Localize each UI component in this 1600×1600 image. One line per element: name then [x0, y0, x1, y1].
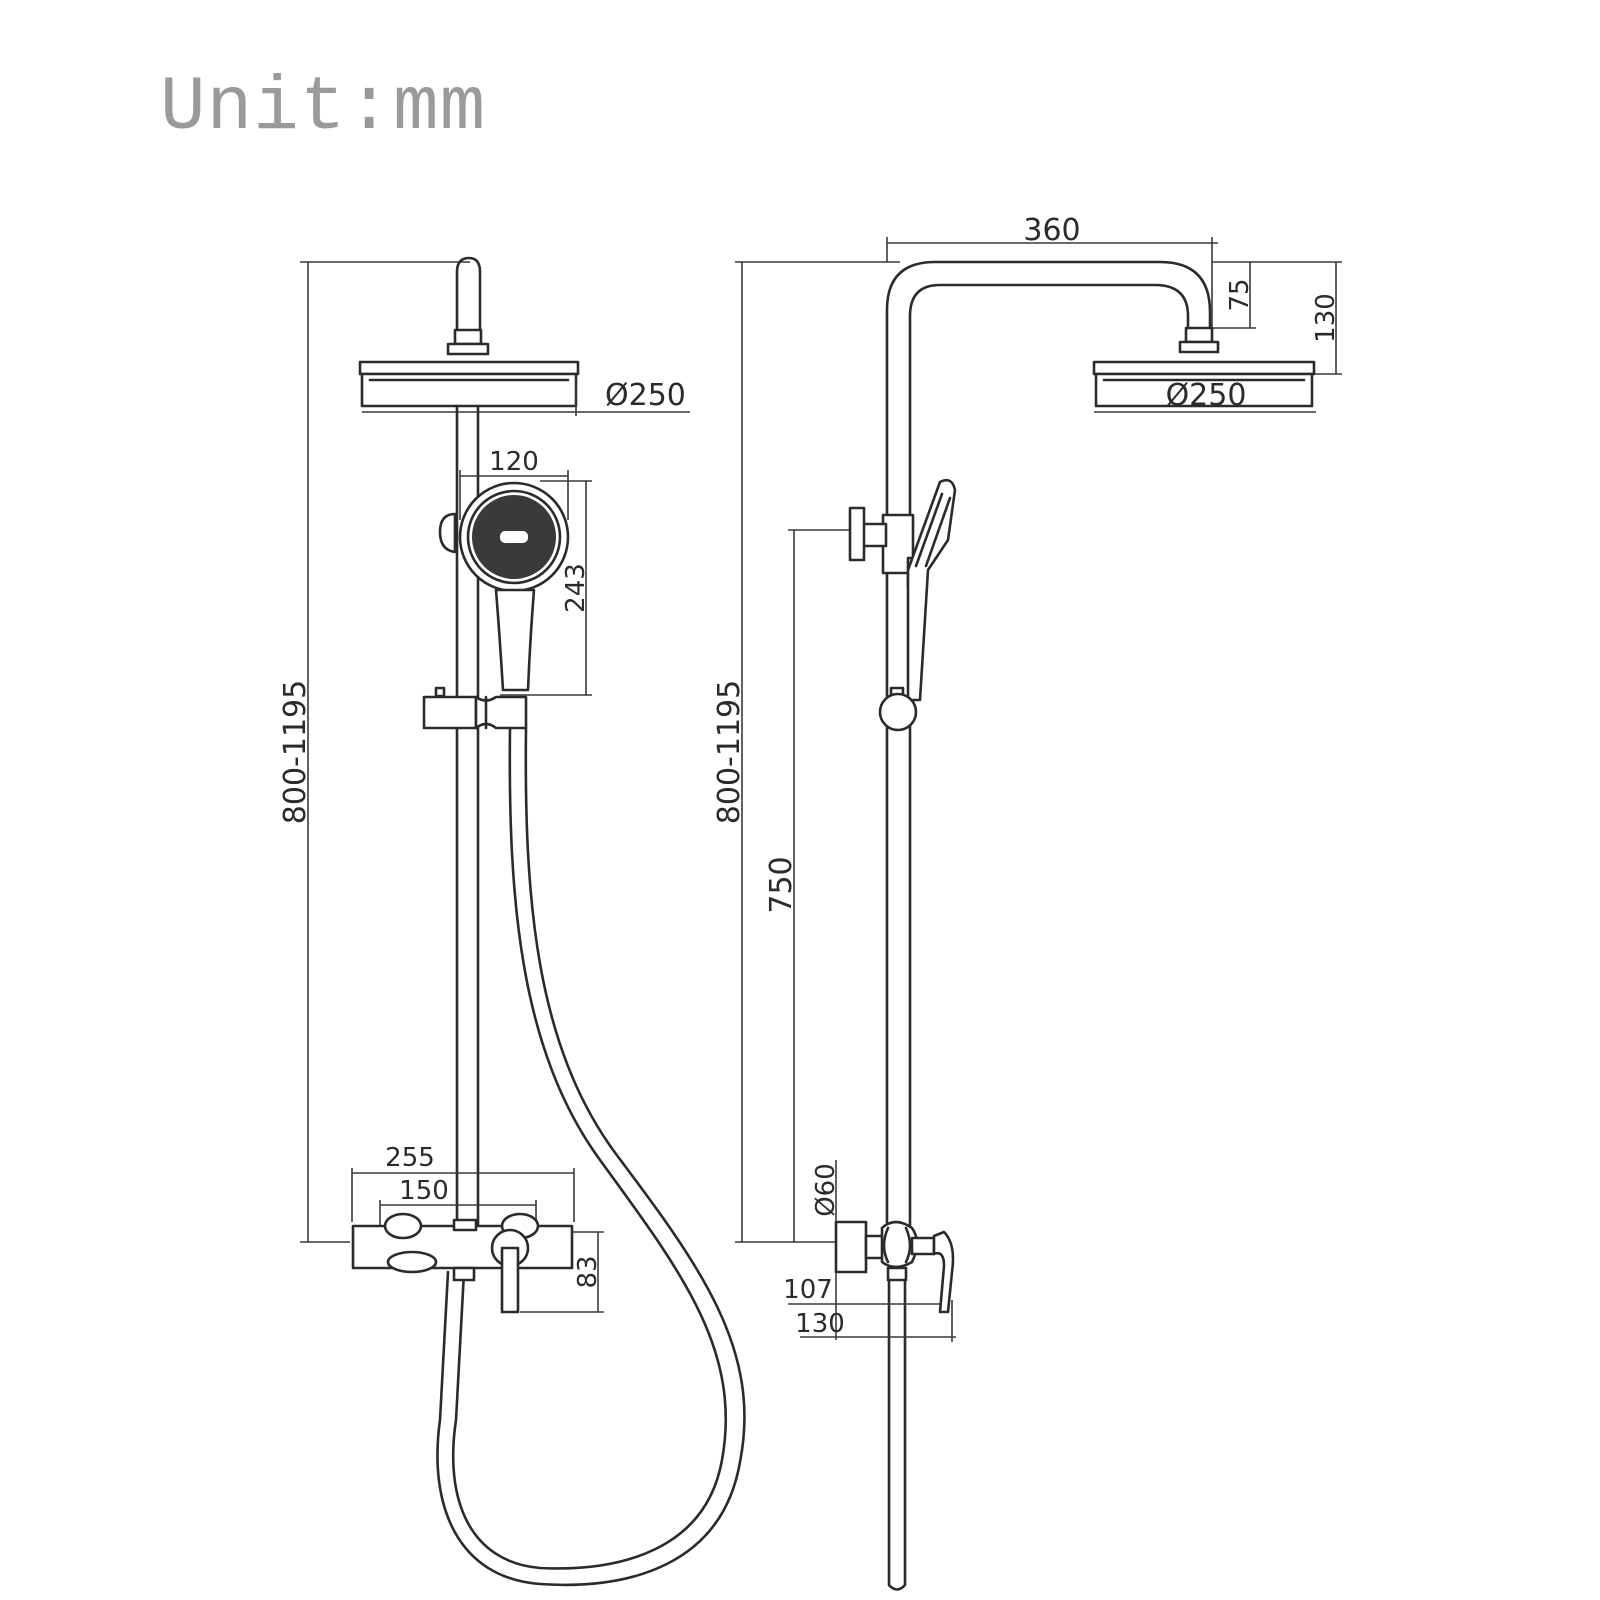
front-hand-shower-height-label: 243 — [561, 563, 591, 613]
front-overall-height-label: 800-1195 — [278, 680, 313, 824]
side-arm-reach-dimension: 360 — [886, 213, 1218, 330]
side-hose — [887, 1278, 907, 1591]
side-bracket-height-dimension: 750 — [764, 529, 855, 1242]
side-arm-drop-label: 75 — [1225, 278, 1255, 311]
side-valve-projection-label: 107 — [783, 1275, 833, 1305]
side-rain-shower-head — [1092, 360, 1316, 408]
front-head-diameter-dimension: Ø250 — [362, 378, 690, 416]
front-valve-body — [351, 1212, 574, 1314]
front-valve-inlet-label: 150 — [399, 1176, 449, 1206]
side-arm-reach-label: 360 — [1023, 213, 1080, 248]
front-hand-shower-height-dimension: 243 — [500, 480, 592, 696]
front-rain-shower-head — [358, 360, 580, 408]
side-overall-height-label: 800-1195 — [712, 680, 747, 824]
front-valve-width-label: 255 — [385, 1143, 435, 1173]
front-valve-height-dimension: 83 — [520, 1231, 604, 1313]
side-bracket-height-label: 750 — [764, 856, 799, 913]
side-view: 360 75 130 800-1195 750 — [712, 213, 1342, 1591]
front-view: 800-1195 Ø250 120 — [278, 256, 746, 1587]
side-handle-projection-label: 130 — [795, 1309, 845, 1339]
front-overall-height-dimension: 800-1195 — [278, 261, 470, 1243]
side-valve — [834, 1220, 955, 1314]
side-overall-height-dimension: 800-1195 — [712, 261, 900, 1243]
side-head-diameter-label: Ø250 — [1166, 378, 1247, 413]
side-hand-shower — [906, 478, 957, 702]
front-hand-shower — [458, 481, 570, 692]
side-valve-projection-dimension: 107 — [783, 1272, 940, 1340]
front-valve-height-label: 83 — [573, 1255, 603, 1288]
side-head-connector — [1178, 326, 1220, 354]
side-slide-clamp — [878, 686, 918, 732]
side-arm-drop-dimension: 75 — [1212, 261, 1256, 329]
front-hose — [436, 726, 746, 1587]
front-riser-arm — [446, 256, 490, 356]
side-handle-projection-dimension: 130 — [795, 1300, 956, 1342]
front-slide-clamp — [422, 686, 528, 730]
side-head-drop-dimension: 130 — [1256, 261, 1342, 375]
front-valve-width-dimension: 255 — [351, 1143, 575, 1222]
side-slide-bracket — [848, 506, 922, 590]
unit-label: Unit:mm — [160, 65, 487, 151]
side-head-diameter-dimension: Ø250 — [1094, 378, 1316, 413]
side-connector-diameter-dimension: Ø60 — [811, 1160, 841, 1225]
front-hand-shower-width-dimension: 120 — [459, 447, 569, 520]
side-connector-diameter-label: Ø60 — [811, 1163, 841, 1217]
front-hand-shower-width-label: 120 — [489, 447, 539, 477]
side-head-drop-label: 130 — [1311, 293, 1341, 343]
side-riser-pipe — [885, 260, 1212, 1247]
front-head-diameter-label: Ø250 — [605, 378, 686, 413]
front-hand-shower-holder — [438, 512, 457, 554]
